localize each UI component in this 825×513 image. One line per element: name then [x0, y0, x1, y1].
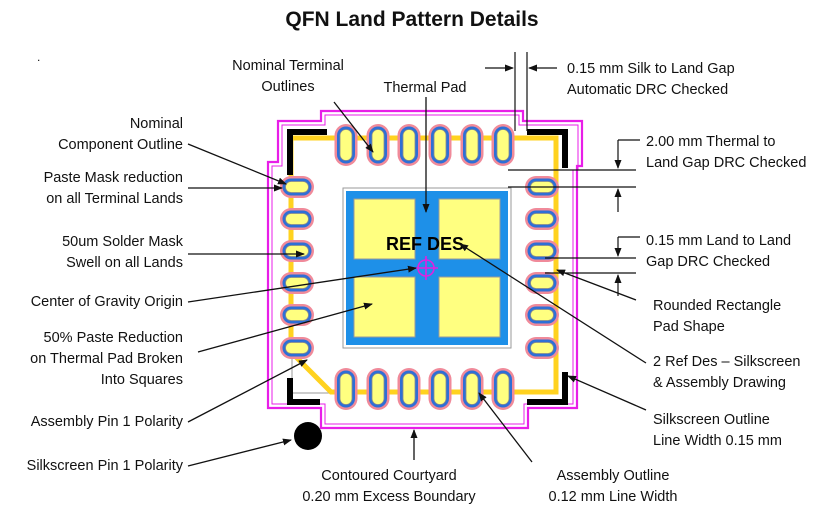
terminal-land-bottom	[491, 368, 515, 410]
callout-assembly-pin1: Assembly Pin 1 Polarity	[31, 414, 184, 430]
courtyard-inner-contour	[271, 114, 579, 425]
terminal-land-top	[334, 124, 358, 166]
callout-leaders	[187, 97, 647, 467]
stray-mark: .	[37, 50, 40, 64]
terminal-land-left	[280, 304, 314, 326]
callout-nominal-component-outline: Nominal	[130, 116, 183, 132]
terminal-land-right	[525, 304, 559, 326]
thermal-paste-square-tr	[438, 198, 501, 260]
terminal-land-right	[525, 272, 559, 294]
silkscreen-corner-top-right	[527, 129, 568, 168]
callout-solder-mask-swell: 50um Solder Mask	[62, 234, 184, 250]
terminal-land-bottom	[428, 368, 452, 410]
callout-center-of-gravity: Center of Gravity Origin	[31, 294, 183, 310]
callout-leader-arrow	[187, 265, 417, 303]
callout-nominal-terminal-outlines: Nominal Terminal	[232, 58, 344, 74]
callout-thermal-pad: Thermal Pad	[383, 80, 466, 96]
callout-assembly-outline: Assembly Outline	[557, 468, 670, 484]
terminal-land-top	[366, 124, 390, 166]
callout-silk-to-land-gap: Automatic DRC Checked	[567, 82, 728, 98]
terminal-land-top	[460, 124, 484, 166]
callout-silkscreen-outline: Silkscreen Outline	[653, 412, 770, 428]
terminal-land-right	[525, 208, 559, 230]
callout-leader-arrow	[459, 243, 647, 364]
terminal-land-bottom	[460, 368, 484, 410]
dimension-markers	[485, 52, 640, 296]
callout-two-ref-des: 2 Ref Des – Silkscreen	[653, 354, 800, 370]
callout-paste-reduction-thermal: on Thermal Pad Broken	[30, 351, 183, 367]
terminal-land-left	[280, 337, 314, 359]
terminal-land-top	[397, 124, 421, 166]
silkscreen-pin1-dot	[294, 422, 322, 450]
terminal-land-right	[525, 240, 559, 262]
callout-leader-arrow	[197, 302, 373, 353]
silkscreen-corner-bottom-left	[287, 378, 320, 405]
callout-nominal-component-outline: Component Outline	[58, 137, 183, 153]
callout-silkscreen-outline: Line Width 0.15 mm	[653, 433, 782, 449]
callout-thermal-to-land-gap: Land Gap DRC Checked	[646, 155, 806, 171]
thermal-paste-square-tl	[353, 198, 416, 260]
terminal-land-top	[491, 124, 515, 166]
callout-leader-arrow	[333, 101, 374, 153]
thermal-paste-square-br	[438, 276, 501, 338]
callout-silk-to-land-gap: 0.15 mm Silk to Land Gap	[567, 61, 735, 77]
callout-paste-reduction-thermal: Into Squares	[101, 372, 183, 388]
callout-leader-arrow	[187, 438, 292, 467]
callout-leader-arrow	[187, 143, 287, 185]
callout-solder-mask-swell: Swell on all Lands	[66, 255, 183, 271]
contoured-courtyard	[266, 109, 584, 430]
callout-rounded-rectangle: Rounded Rectangle	[653, 298, 781, 314]
callout-paste-mask-reduction: Paste Mask reduction	[44, 170, 183, 186]
callout-rounded-rectangle: Pad Shape	[653, 319, 725, 335]
diagram-title: QFN Land Pattern Details	[285, 8, 538, 31]
terminal-land-right	[525, 337, 559, 359]
terminal-lands	[280, 124, 559, 410]
callout-leader-arrow	[187, 359, 308, 423]
terminal-land-left	[280, 208, 314, 230]
terminal-land-bottom	[366, 368, 390, 410]
silkscreen-outline	[287, 129, 568, 405]
callout-contoured-courtyard: Contoured Courtyard	[321, 468, 456, 484]
callout-paste-mask-reduction: on all Terminal Lands	[46, 191, 183, 207]
callout-assembly-outline: 0.12 mm Line Width	[549, 489, 678, 505]
callout-silkscreen-pin1: Silkscreen Pin 1 Polarity	[27, 458, 184, 474]
callout-leader-arrow	[556, 269, 637, 301]
callout-contoured-courtyard: 0.20 mm Excess Boundary	[302, 489, 476, 505]
callout-land-to-land-gap: 0.15 mm Land to Land	[646, 233, 791, 249]
terminal-land-bottom	[397, 368, 421, 410]
callout-thermal-to-land-gap: 2.00 mm Thermal to	[646, 134, 775, 150]
callout-leader-arrow	[478, 392, 533, 463]
callout-nominal-terminal-outlines: Outlines	[261, 79, 314, 95]
callout-land-to-land-gap: Gap DRC Checked	[646, 254, 770, 270]
terminal-land-left	[280, 240, 314, 262]
callout-leader-arrow	[567, 375, 647, 411]
silkscreen-corner-top-left	[287, 129, 327, 175]
callout-paste-reduction-thermal: 50% Paste Reduction	[44, 330, 183, 346]
terminal-land-top	[428, 124, 452, 166]
terminal-land-left	[280, 176, 314, 198]
center-of-gravity-marker	[414, 256, 438, 280]
terminal-land-left	[280, 272, 314, 294]
silkscreen-corner-bottom-right	[527, 372, 568, 405]
callout-two-ref-des: & Assembly Drawing	[653, 375, 786, 391]
ref-des-label: REF DES	[386, 234, 464, 254]
terminal-land-bottom	[334, 368, 358, 410]
